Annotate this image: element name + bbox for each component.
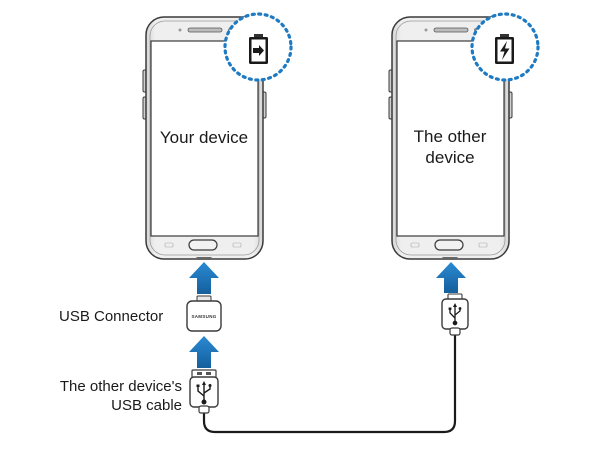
left-battery-callout [223, 12, 293, 82]
battery-charging-icon [495, 34, 514, 64]
battery-transfer-icon [249, 34, 268, 64]
cable-label-line2: USB cable [111, 397, 182, 414]
usb-connector-brand: SAMSUNG [191, 314, 216, 319]
usb-cable-wire [202, 334, 457, 434]
right-phone-screen-label-line2: device [425, 148, 474, 167]
usb-connector-body [186, 300, 222, 332]
usb-connector: SAMSUNG [186, 295, 222, 332]
right-phone-usb-port [442, 257, 458, 260]
arrow-cable-to-right-phone [436, 262, 466, 293]
cable-label-line1: The other device's [60, 378, 182, 395]
left-phone-usb-port [196, 257, 212, 260]
usb-symbol-icon [448, 303, 462, 326]
usb-connector-label: USB Connector [59, 308, 163, 325]
left-phone-screen-label: Your device [160, 128, 248, 147]
arrow-connector-to-left-phone [189, 262, 219, 294]
usb-micro-plug [441, 293, 469, 336]
left-phone-earpiece [187, 27, 223, 33]
usb-symbol-icon [196, 381, 212, 405]
arrow-cable-to-connector [189, 336, 219, 368]
right-phone-home-button [434, 239, 464, 251]
right-phone-screen-label-line1: The other [414, 127, 487, 146]
left-phone-home-button [188, 239, 218, 251]
right-phone-earpiece [433, 27, 469, 33]
right-battery-callout [470, 12, 540, 82]
usb-a-plug [189, 369, 219, 414]
